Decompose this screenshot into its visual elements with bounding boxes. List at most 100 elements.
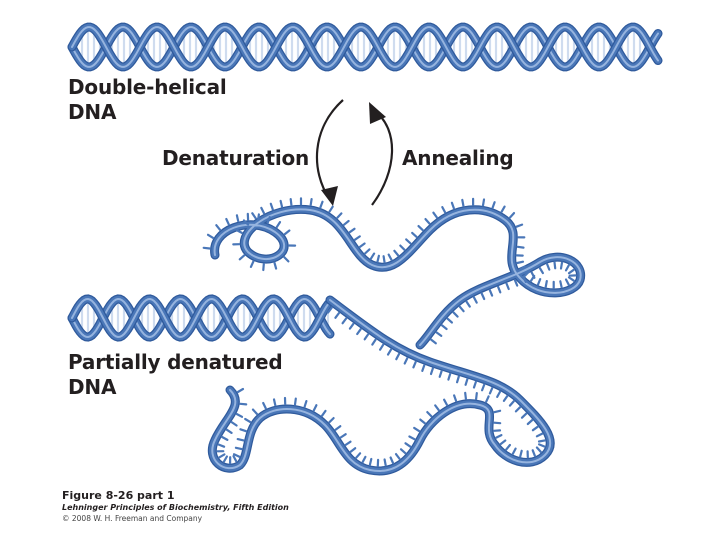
denatured-strand-2-base <box>537 434 542 437</box>
denatured-strand-2-base <box>513 449 516 454</box>
single-strands <box>204 198 581 471</box>
denatured-strand-2-base <box>414 428 419 431</box>
denatured-strand-1-base <box>400 246 404 250</box>
denatured-strand-1-highlight <box>215 209 581 345</box>
denatured-strand-1-base <box>277 222 280 227</box>
denatured-strand-1-base <box>431 340 436 344</box>
denatured-strand-1-base <box>538 279 540 285</box>
denatured-strand-2-base <box>454 395 456 401</box>
denatured-strand-1-base <box>442 325 447 329</box>
denatured-strand-1-base <box>237 230 242 233</box>
denatured-strand-1-base <box>437 332 442 336</box>
denatured-strand-1-base <box>237 215 238 221</box>
denatured-strand-2-base <box>396 454 400 459</box>
denatured-strand-2-base <box>385 460 386 466</box>
denatured-strand-2-base <box>343 318 347 323</box>
denatured-strand-2-base <box>388 349 391 354</box>
denatured-strand-2-base <box>457 377 459 383</box>
denatured-strand-2-base <box>496 435 501 438</box>
denatured-strand-1-base <box>208 235 213 238</box>
denatured-strand-1-base <box>412 233 416 237</box>
denatured-strand-1-base <box>371 254 374 259</box>
denatured-strand-1-base <box>204 248 210 249</box>
denatured-strand-2-base <box>435 405 439 410</box>
denatured-strand-2-base <box>322 411 326 416</box>
denatured-strand-2-base <box>482 385 484 391</box>
denatured-strand-2-base <box>516 407 520 411</box>
denatured-strand-2-base <box>486 396 489 402</box>
denatured-strand-2-base <box>240 404 246 405</box>
denatured-strand-2-base <box>413 362 415 368</box>
denatured-strand-1-base <box>240 255 245 259</box>
denatured-strand-1-base <box>263 264 264 270</box>
denatured-strand-1-base <box>517 225 523 227</box>
denatured-strand-1-base <box>344 221 349 225</box>
denatured-strand-2-base <box>346 442 351 445</box>
denatured-strand-1-base <box>360 244 365 248</box>
partially-denatured-dna-label: Partially denatured DNA <box>68 350 282 400</box>
denatured-strand-2-base <box>341 434 346 437</box>
denatured-strand-1-base <box>518 247 524 248</box>
denatured-strand-2-base <box>329 418 333 422</box>
denatured-strand-1-base <box>226 219 229 224</box>
denatured-strand-1-base <box>384 256 385 262</box>
denatured-strand-1-base <box>442 207 445 212</box>
annealing-arrow <box>372 112 392 205</box>
denatured-strand-2-base <box>494 411 500 412</box>
denatured-strand-2-base <box>370 459 371 465</box>
denatured-strand-2-base <box>351 448 356 452</box>
denatured-strand-2-base <box>539 444 545 446</box>
denatured-strand-2-base <box>504 396 507 401</box>
double-helical-dna-label: Double-helical DNA <box>68 75 227 125</box>
denatured-strand-1-base <box>547 264 549 270</box>
denatured-strand-2-base <box>431 368 433 374</box>
denatured-strand-2-base <box>427 412 431 416</box>
denatured-strand-1-base <box>389 255 392 260</box>
denatured-strand-1-base <box>311 199 312 205</box>
denatured-strand-2-base <box>224 457 227 462</box>
denatured-strand-2-base <box>409 437 414 440</box>
denatured-strand-2-base <box>219 454 224 457</box>
denatured-strand-1-base <box>275 263 277 269</box>
denatured-strand-1-base <box>569 277 574 280</box>
denatured-strand-2-base <box>506 445 510 450</box>
denatured-strand-1-base <box>252 213 255 218</box>
denatured-strand-2-base <box>372 340 375 345</box>
denatured-strand-1-base <box>460 307 464 312</box>
denatured-strand-2-base <box>219 445 225 447</box>
denatured-strand-2-base <box>253 410 257 414</box>
denatured-strand-1-base <box>447 319 452 323</box>
denatured-strand-1-base <box>394 251 398 256</box>
denatured-strand-2-base <box>396 354 399 359</box>
cycle-arrows <box>317 100 392 206</box>
denatured-strand-2-base <box>520 451 522 457</box>
denatured-strand-1-base <box>502 207 505 212</box>
book-title: Lehninger Principles of Biochemistry, Fi… <box>62 502 289 513</box>
denatured-strand-1-base <box>281 201 282 207</box>
denatured-strand-1-base <box>261 208 264 213</box>
denatured-strand-2-base <box>528 420 533 424</box>
denaturation-label: Denaturation <box>162 146 309 171</box>
denatured-strand-2-base <box>305 401 307 407</box>
denatured-strand-2-base <box>363 457 366 462</box>
denatured-strand-2-base <box>440 371 442 377</box>
denatured-strand-1-base <box>507 284 509 290</box>
denatured-strand-2-base <box>494 423 500 424</box>
denatured-strand-2-base <box>240 429 246 431</box>
denatured-strand-2-base <box>510 401 514 406</box>
denatured-strand-2-base <box>501 441 506 445</box>
denatured-strand-1-base <box>320 202 322 208</box>
denatured-strand-1-base <box>462 200 463 206</box>
denatured-strand-2-base <box>465 393 466 399</box>
denatured-strand-1-base <box>291 199 292 205</box>
partially-denatured-line2: DNA <box>68 375 282 400</box>
denatured-strand-1-base <box>433 213 437 218</box>
denatured-strand-1-base <box>467 302 470 307</box>
denatured-strand-1-base <box>532 273 535 278</box>
double-helix-top <box>72 27 658 67</box>
double-helical-line1: Double-helical <box>68 75 227 100</box>
denatured-strand-1-base <box>493 202 495 208</box>
denatured-strand-1-base <box>517 262 523 263</box>
denatured-strand-2-base <box>227 430 232 433</box>
denatured-strand-1-base <box>566 265 569 270</box>
